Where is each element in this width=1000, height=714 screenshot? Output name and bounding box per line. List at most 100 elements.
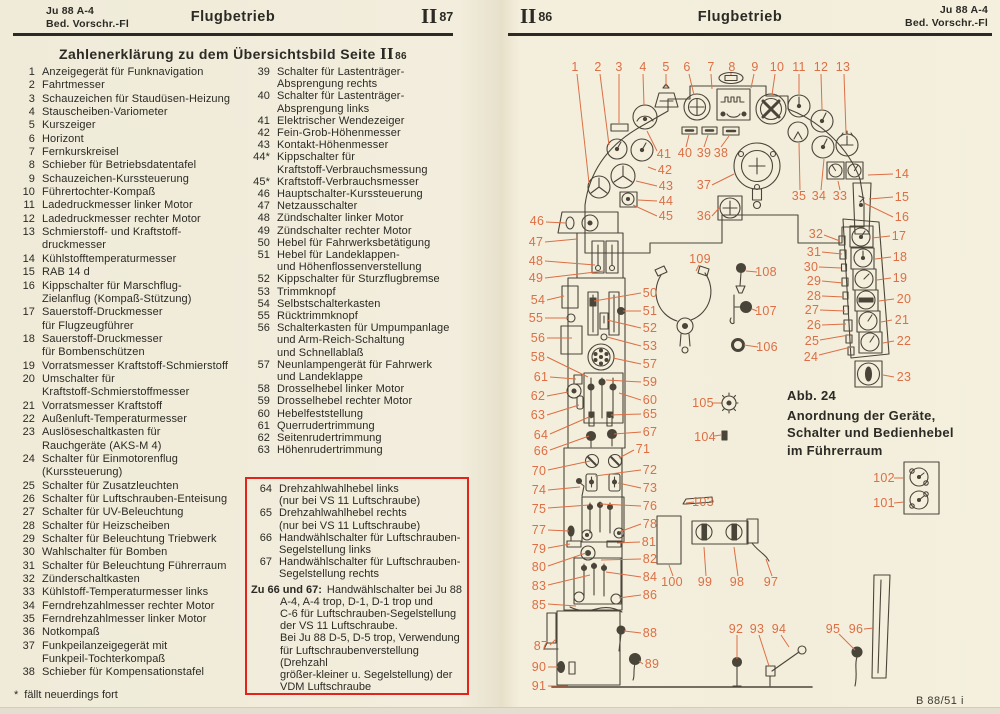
item-number: 12	[22, 212, 35, 225]
item-number: 54	[257, 297, 270, 310]
callout-8: 8	[728, 60, 736, 74]
item-text: Kurszeiger	[42, 119, 96, 132]
callout-18: 18	[892, 250, 908, 264]
item-number: 25	[22, 479, 35, 492]
callout-12: 12	[813, 60, 829, 74]
callout-83: 83	[531, 579, 547, 593]
item-number: 39	[257, 66, 270, 78]
callout-42: 42	[657, 163, 673, 177]
item-number: 58	[257, 383, 270, 396]
item-number: 32	[22, 573, 35, 586]
callout-92: 92	[728, 622, 744, 636]
callout-27: 27	[804, 303, 820, 317]
item-text: Stauscheiben-Variometer	[42, 106, 168, 119]
callout-81: 81	[641, 535, 657, 549]
item-number: 55	[257, 310, 270, 323]
callout-leader-lines	[544, 73, 905, 687]
item-number: 64	[259, 483, 272, 495]
section-header: Flugbetrieb	[190, 9, 276, 25]
callout-109: 109	[689, 252, 711, 266]
callout-45: 45	[658, 209, 674, 223]
item-text: Horizont	[42, 132, 84, 145]
callout-51: 51	[642, 304, 658, 318]
item-text: Ferndrehzahlmesser rechter Motor	[42, 599, 215, 612]
item-text: Schmierstoff- und Kraftstoff-druckmesser	[42, 226, 182, 252]
callout-24: 24	[803, 350, 819, 364]
item-text: Schalter für Zusatzleuchten	[42, 479, 179, 492]
callout-105: 105	[692, 396, 714, 410]
callout-73: 73	[642, 481, 658, 495]
item-number: 17	[22, 306, 35, 319]
item-number: 8	[28, 159, 35, 172]
item-number: 18	[22, 332, 35, 345]
item-text: Schalter für Beleuchtung Triebwerk	[42, 533, 217, 546]
note-line: für Luftschraubenverstellung (Drehzahl	[280, 644, 419, 669]
item-text: Schalter für Einmotorenflug(Kurssteuerun…	[42, 452, 178, 479]
item-text: Fein-Grob-Höhenmesser	[277, 127, 401, 140]
item-number: 7	[28, 146, 35, 159]
header-rule	[13, 33, 453, 36]
item-text: Schalter für Lastenträger-Absprengung li…	[277, 90, 405, 115]
item-number: 61	[257, 419, 270, 432]
item-text: Schieber für Kompensationstafel	[42, 666, 205, 679]
item-number: 10	[22, 186, 35, 199]
callout-76: 76	[642, 499, 658, 513]
item-text: Schalter für Luftschrauben-Enteisung	[42, 493, 228, 505]
item-number: 60	[257, 407, 270, 420]
item-text: Schalter für Lastenträger-Absprengung re…	[277, 66, 405, 91]
callout-30: 30	[803, 260, 819, 274]
callout-44: 44	[658, 194, 674, 208]
callout-108: 108	[755, 265, 777, 279]
callout-101: 101	[873, 496, 895, 510]
item-text: Selbstschalterkasten	[277, 297, 381, 310]
figure-caption-line2: Anordnung der Geräte,	[787, 407, 936, 423]
callout-15: 15	[894, 190, 910, 204]
callout-41: 41	[656, 147, 672, 161]
item-text: Elektrischer Wendezeiger	[277, 114, 405, 127]
callout-82: 82	[642, 552, 658, 566]
item-text: Schalter für UV-Beleuchtung	[42, 506, 184, 519]
callout-26: 26	[806, 318, 822, 332]
callout-97: 97	[763, 575, 779, 589]
item-text: Außenluft-Temperaturmesser	[42, 412, 188, 425]
callout-88: 88	[642, 626, 658, 640]
callout-22: 22	[896, 334, 912, 348]
callout-93: 93	[749, 622, 765, 636]
callout-74: 74	[531, 483, 547, 497]
callout-36: 36	[696, 209, 712, 223]
callout-86: 86	[642, 588, 658, 602]
callout-103: 103	[692, 495, 714, 509]
item-text: Ladedruckmesser rechter Motor	[42, 212, 201, 225]
